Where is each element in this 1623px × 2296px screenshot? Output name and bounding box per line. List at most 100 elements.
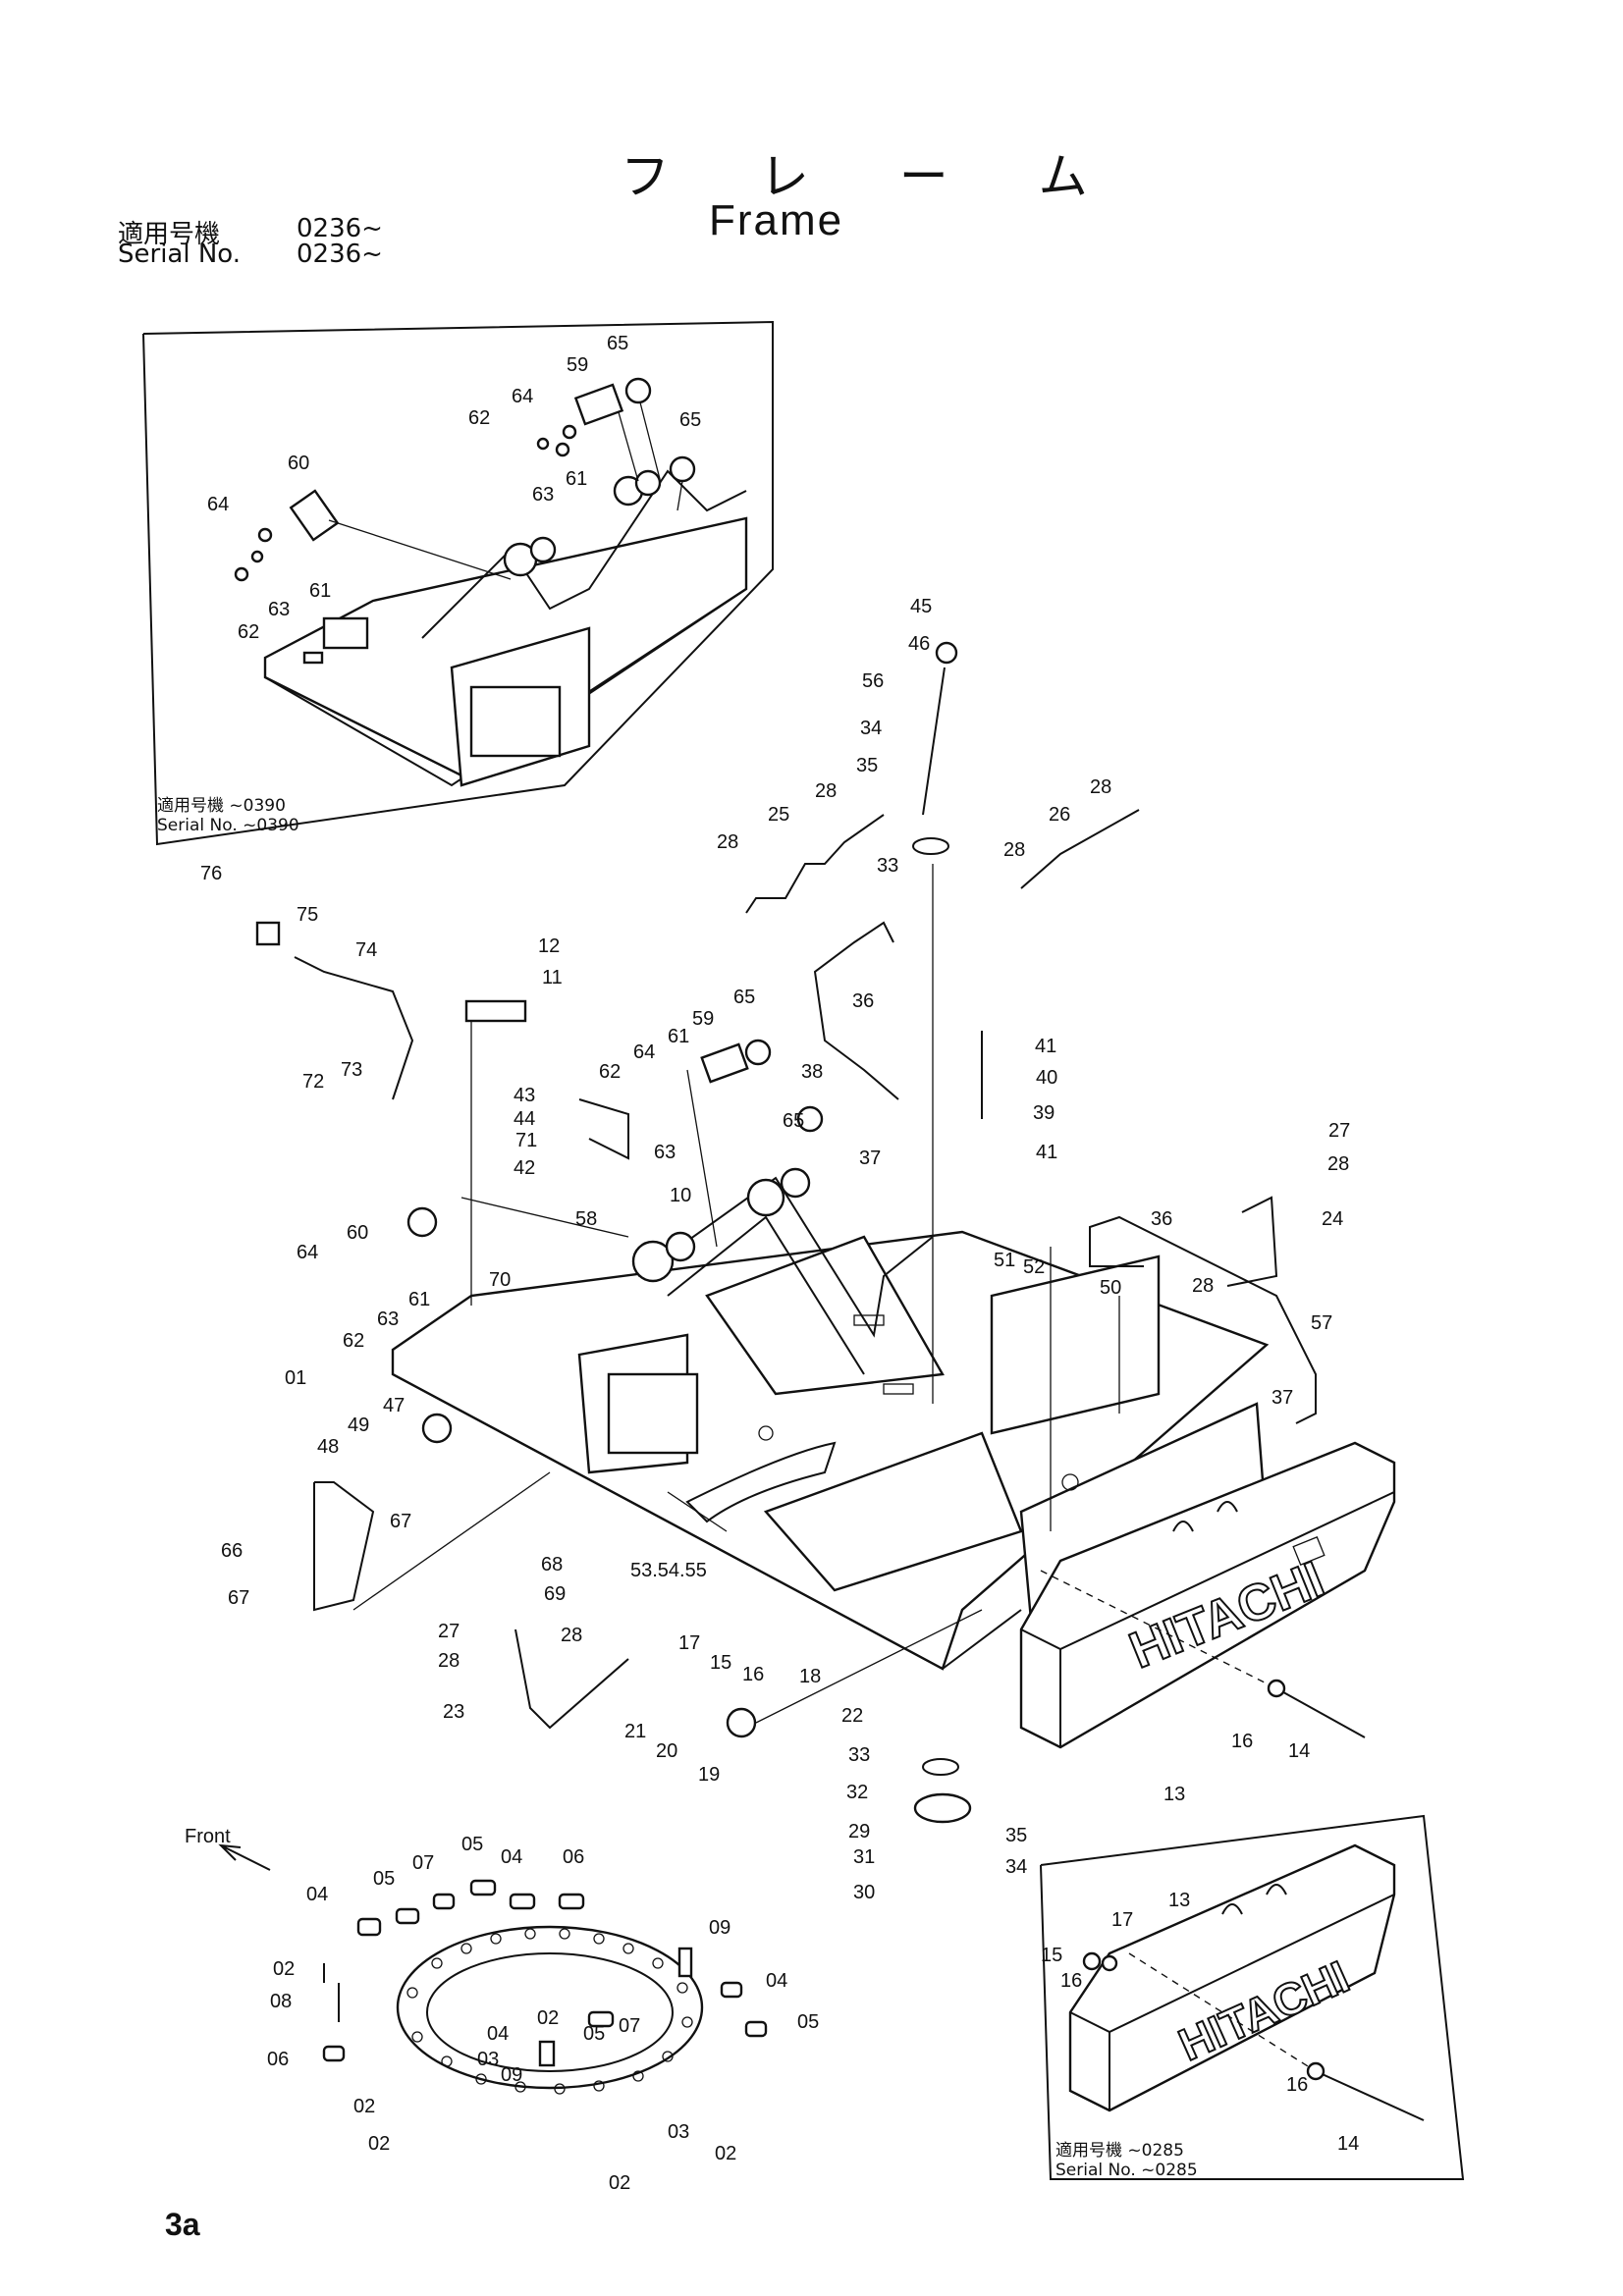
- counterweight-bolt-14: [1267, 1679, 1366, 1738]
- part-number-callout: 16: [1286, 2074, 1308, 2096]
- part-number-callout: 04: [306, 1884, 328, 1905]
- part-number-callout: 16: [1060, 1970, 1082, 1992]
- part-number-callout: 17: [1111, 1909, 1133, 1931]
- part-number-callout: 17: [678, 1632, 700, 1654]
- pipe-24: [1226, 1196, 1278, 1287]
- ring-33-upper: [912, 837, 949, 855]
- part-number-callout: 63: [268, 599, 290, 620]
- part-number-callout: 59: [692, 1008, 714, 1030]
- part-number-callout: 22: [841, 1705, 863, 1727]
- inset-bottom-right-serial-en: Serial No. ~0285: [1055, 2161, 1198, 2180]
- part-number-callout: 52: [1023, 1256, 1045, 1278]
- part-number-callout: 44: [514, 1108, 535, 1130]
- inset-bottom-right: HITACHI 適用号機 ~0285 Serial No. ~0285: [1040, 1814, 1465, 2180]
- part-number-callout: 47: [383, 1395, 405, 1416]
- serial-jp-label: 適用号機: [118, 220, 221, 249]
- pipe-74: [294, 956, 414, 1100]
- part-number-callout: 13: [1168, 1890, 1190, 1911]
- guard-rod-56: [922, 641, 958, 816]
- page-title: Frame: [709, 196, 844, 244]
- part-number-callout: 62: [238, 621, 259, 643]
- part-number-callout: 33: [877, 855, 898, 877]
- pin-60-main: [406, 1206, 438, 1238]
- part-number-callout: 05: [583, 2023, 605, 2045]
- part-number-callout: 56: [862, 670, 884, 692]
- part-number-callout: 12: [538, 935, 560, 957]
- part-number-callout: 40: [1036, 1067, 1057, 1089]
- part-number-callout: 61: [309, 580, 331, 602]
- part-number-callout: 46: [908, 633, 930, 655]
- part-number-callout: 58: [575, 1208, 597, 1230]
- part-number-callout: 62: [343, 1330, 364, 1352]
- pipe-57: [1089, 1215, 1317, 1424]
- part-number-callout: 03: [668, 2121, 689, 2143]
- part-number-callout: 68: [541, 1554, 563, 1575]
- page-title-japanese: フ レ ー ム: [621, 148, 1125, 205]
- inset-pin-59: [536, 377, 696, 483]
- part-number-callout: 73: [341, 1059, 362, 1081]
- part-number-callout: 06: [563, 1846, 584, 1868]
- part-number-callout: 48: [317, 1436, 339, 1458]
- part-number-callout: 27: [1328, 1120, 1350, 1142]
- part-number-callout: 41: [1036, 1142, 1057, 1163]
- part-number-callout: 02: [273, 1958, 295, 1980]
- front-arrow-icon: [218, 1843, 271, 1871]
- part-number-callout: 33: [848, 1744, 870, 1766]
- part-number-callout: 03: [477, 2049, 499, 2070]
- part-number-callout: 64: [207, 494, 229, 515]
- shim-04: [356, 1917, 382, 1937]
- part-number-callout: 02: [609, 2172, 630, 2194]
- part-number-callout: 50: [1100, 1277, 1121, 1299]
- part-number-callout: 28: [438, 1650, 460, 1672]
- part-number-callout: 07: [619, 2015, 640, 2037]
- part-number-callout: 69: [544, 1583, 566, 1605]
- part-number-callout: 61: [668, 1026, 689, 1047]
- serial-label-japanese: 適用号機 0236~: [118, 214, 383, 250]
- inset-frame-drawing: [263, 469, 748, 787]
- part-number-callout: 09: [709, 1917, 730, 1939]
- part-number-callout: 67: [228, 1587, 249, 1609]
- shim-05: [395, 1907, 420, 1925]
- part-number-callout: 66: [221, 1540, 243, 1562]
- part-number-callout: 57: [1311, 1312, 1332, 1334]
- part-number-callout: 63: [532, 484, 554, 506]
- part-number-callout: 61: [408, 1289, 430, 1310]
- part-number-callout: 28: [561, 1625, 582, 1646]
- part-number-callout: 65: [783, 1110, 804, 1132]
- part-number-callout: 01: [285, 1367, 306, 1389]
- part-number-callout: 65: [607, 333, 628, 354]
- part-number-callout: 32: [846, 1782, 868, 1803]
- connector-75: [255, 921, 281, 946]
- dowel-09: [677, 1947, 693, 1978]
- part-number-callout: 38: [801, 1061, 823, 1083]
- part-number-callout: 53.54.55: [630, 1560, 707, 1581]
- part-number-callout: 16: [742, 1664, 764, 1685]
- part-number-callout: 63: [654, 1142, 676, 1163]
- part-number-callout: 39: [1033, 1102, 1055, 1124]
- inset-top-left: 適用号機 ~0390 Serial No. ~0390: [142, 320, 774, 846]
- inset-top-left-serial-jp: 適用号機 ~0390: [157, 796, 286, 816]
- part-number-callout: 05: [373, 1868, 395, 1890]
- front-label: Front: [185, 1826, 231, 1847]
- part-number-callout: 59: [567, 354, 588, 376]
- pad-19: [726, 1707, 757, 1738]
- part-number-callout: 04: [487, 2023, 509, 2045]
- pipe-23: [514, 1629, 629, 1730]
- part-number-callout: 28: [815, 780, 837, 802]
- part-number-callout: 70: [489, 1269, 511, 1291]
- main-frame-drawing: [391, 1167, 1270, 1671]
- serial-en-value: 0236~: [297, 240, 383, 269]
- part-number-callout: 64: [512, 386, 533, 407]
- part-number-callout: 30: [853, 1882, 875, 1903]
- pipe-26: [1020, 809, 1140, 889]
- part-number-callout: 25: [768, 804, 789, 826]
- inset-pin-60: [234, 489, 340, 582]
- part-number-callout: 14: [1337, 2133, 1359, 2155]
- part-number-callout: 72: [302, 1071, 324, 1093]
- pin-59-main: [700, 1042, 749, 1084]
- part-number-callout: 74: [355, 939, 377, 961]
- part-number-callout: 49: [348, 1415, 369, 1436]
- part-number-callout: 75: [297, 904, 318, 926]
- part-number-callout: 10: [670, 1185, 691, 1206]
